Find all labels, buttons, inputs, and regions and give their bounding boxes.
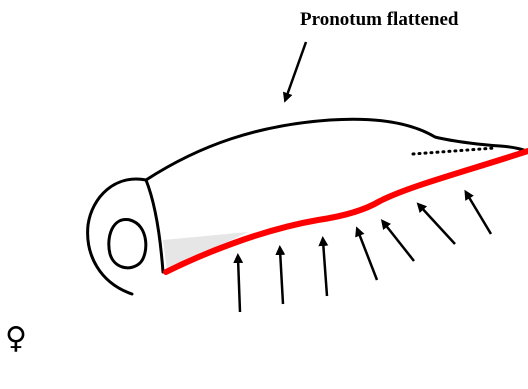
pronotum-anterior-edge bbox=[146, 180, 163, 272]
eye-outline bbox=[109, 220, 146, 268]
annotation-pointer-arrow bbox=[286, 42, 306, 98]
pressure-arrow bbox=[358, 231, 377, 280]
pressure-arrow bbox=[323, 241, 327, 296]
annotation-label: Pronotum flattened bbox=[300, 9, 459, 31]
wing-dotted-line bbox=[413, 148, 495, 154]
female-symbol-icon: ♀ bbox=[5, 324, 27, 354]
pressure-arrow bbox=[280, 250, 283, 304]
head-outline bbox=[88, 179, 146, 294]
pressure-arrow bbox=[384, 223, 414, 261]
pronotum-ventral-edge bbox=[166, 151, 528, 272]
pressure-arrow bbox=[238, 258, 240, 312]
pressure-arrow bbox=[420, 206, 455, 244]
pressure-arrow bbox=[467, 194, 491, 234]
